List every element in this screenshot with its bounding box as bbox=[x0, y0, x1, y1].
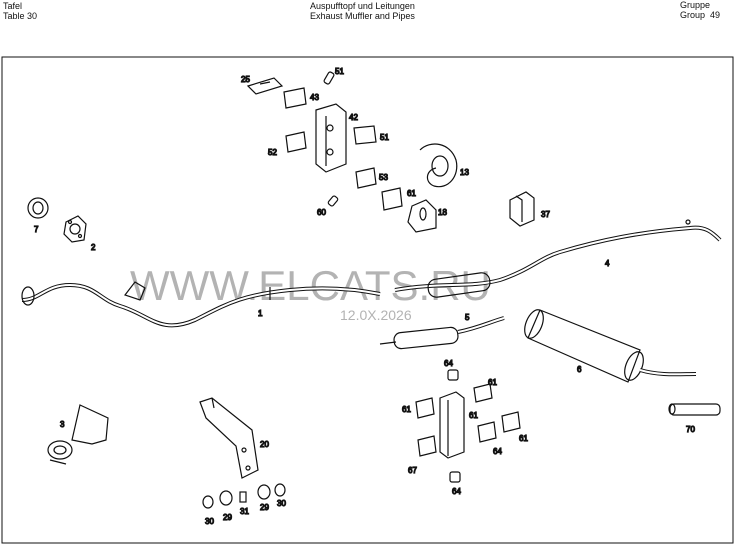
part-61d-label: 67 bbox=[408, 466, 417, 475]
hanger-bracket bbox=[407, 199, 437, 233]
part-42a-label: 43 bbox=[310, 93, 319, 102]
part-61b-label: 61 bbox=[402, 405, 411, 414]
part-51a-label: 52 bbox=[268, 148, 277, 157]
washer-plate-67 bbox=[501, 411, 521, 433]
bolt-64b bbox=[449, 471, 461, 483]
exhaust-flange bbox=[63, 215, 87, 243]
part-61c-label: 64 bbox=[493, 447, 502, 456]
table-header: Tafel Table 30 bbox=[3, 1, 37, 21]
rubber-ring-mount bbox=[419, 143, 458, 188]
rear-rubber-hanger-block bbox=[439, 391, 465, 459]
rear-muffler bbox=[524, 309, 697, 383]
front-exhaust-pipe bbox=[21, 281, 381, 328]
group-number: 49 bbox=[710, 10, 721, 20]
washer-plate-42b bbox=[353, 125, 377, 145]
part-29a-label: 29 bbox=[223, 513, 232, 522]
part-52-label: 60 bbox=[317, 208, 326, 217]
washer-plate-61c bbox=[477, 421, 497, 443]
rubber-hanger-block bbox=[315, 103, 347, 173]
table-label-de: Tafel bbox=[3, 1, 23, 11]
part-4-label: 4 bbox=[605, 259, 610, 268]
part-2-label: 2 bbox=[91, 243, 96, 252]
washer-plate-61d bbox=[417, 435, 437, 457]
table-number: 30 bbox=[27, 11, 38, 21]
part-70-label: 70 bbox=[686, 425, 695, 434]
part-64a-label: 64 bbox=[444, 359, 453, 368]
part-40-label: 42 bbox=[349, 113, 358, 122]
pipe-clamp-bracket bbox=[47, 404, 109, 465]
washer-plate-61b bbox=[415, 397, 435, 419]
diagram-frame bbox=[1, 56, 734, 544]
washer-plate-42a bbox=[283, 87, 307, 109]
watermark-date: 12.0X.2026 bbox=[340, 307, 412, 323]
rubber-buffer bbox=[509, 191, 535, 227]
bolt-43 bbox=[323, 71, 335, 85]
part-64b-label: 64 bbox=[452, 487, 461, 496]
tail-pipe bbox=[668, 403, 721, 416]
part-51b-label: 53 bbox=[379, 173, 388, 182]
part-31-label: 31 bbox=[240, 507, 249, 516]
mounting-bracket bbox=[199, 397, 259, 479]
gasket-ring bbox=[27, 197, 49, 219]
group-label-en: Group bbox=[680, 10, 706, 20]
part-67-label: 61 bbox=[519, 434, 528, 443]
part-37-label: 37 bbox=[541, 210, 550, 219]
part-7-label: 7 bbox=[34, 225, 39, 234]
washer-plate-51a bbox=[285, 131, 307, 153]
part-53-label: 61 bbox=[407, 189, 416, 198]
part-6-label: 6 bbox=[577, 365, 582, 374]
part-5-label: 5 bbox=[465, 313, 470, 322]
part-43-label: 51 bbox=[335, 67, 344, 76]
table-label-en: Table bbox=[3, 11, 25, 21]
bolt-52 bbox=[327, 195, 339, 207]
group-header: Gruppe Group 49 bbox=[680, 0, 720, 20]
part-1-label: 1 bbox=[258, 309, 263, 318]
part-61a-label: 61 bbox=[488, 378, 497, 387]
group-label-de: Gruppe bbox=[680, 0, 711, 10]
part-13-label: 13 bbox=[460, 168, 469, 177]
part-3-label: 3 bbox=[60, 420, 65, 429]
bolt-64a bbox=[447, 369, 459, 381]
part-25-label: 25 bbox=[241, 75, 250, 84]
washer-plate-53 bbox=[381, 187, 403, 211]
rubber-mount-set bbox=[202, 483, 286, 509]
page-title: Auspufftopf und Leitungen Exhaust Muffle… bbox=[310, 1, 415, 21]
washer-plate-51b bbox=[355, 167, 377, 189]
washer-plate-61a bbox=[473, 383, 493, 403]
intermediate-pipe-with-resonator bbox=[379, 316, 505, 350]
rear-exhaust-pipe-with-muffler bbox=[394, 219, 722, 298]
part-30a-label: 30 bbox=[205, 517, 214, 526]
part-42b-label: 51 bbox=[380, 133, 389, 142]
part-20-label: 20 bbox=[260, 440, 269, 449]
clip-plate bbox=[246, 77, 284, 95]
part-30b-label: 30 bbox=[277, 499, 286, 508]
part-60-label: 61 bbox=[469, 411, 478, 420]
title-german: Auspufftopf und Leitungen bbox=[310, 1, 415, 11]
title-english: Exhaust Muffler and Pipes bbox=[310, 11, 415, 21]
part-18-label: 18 bbox=[438, 208, 447, 217]
part-29b-label: 29 bbox=[260, 503, 269, 512]
